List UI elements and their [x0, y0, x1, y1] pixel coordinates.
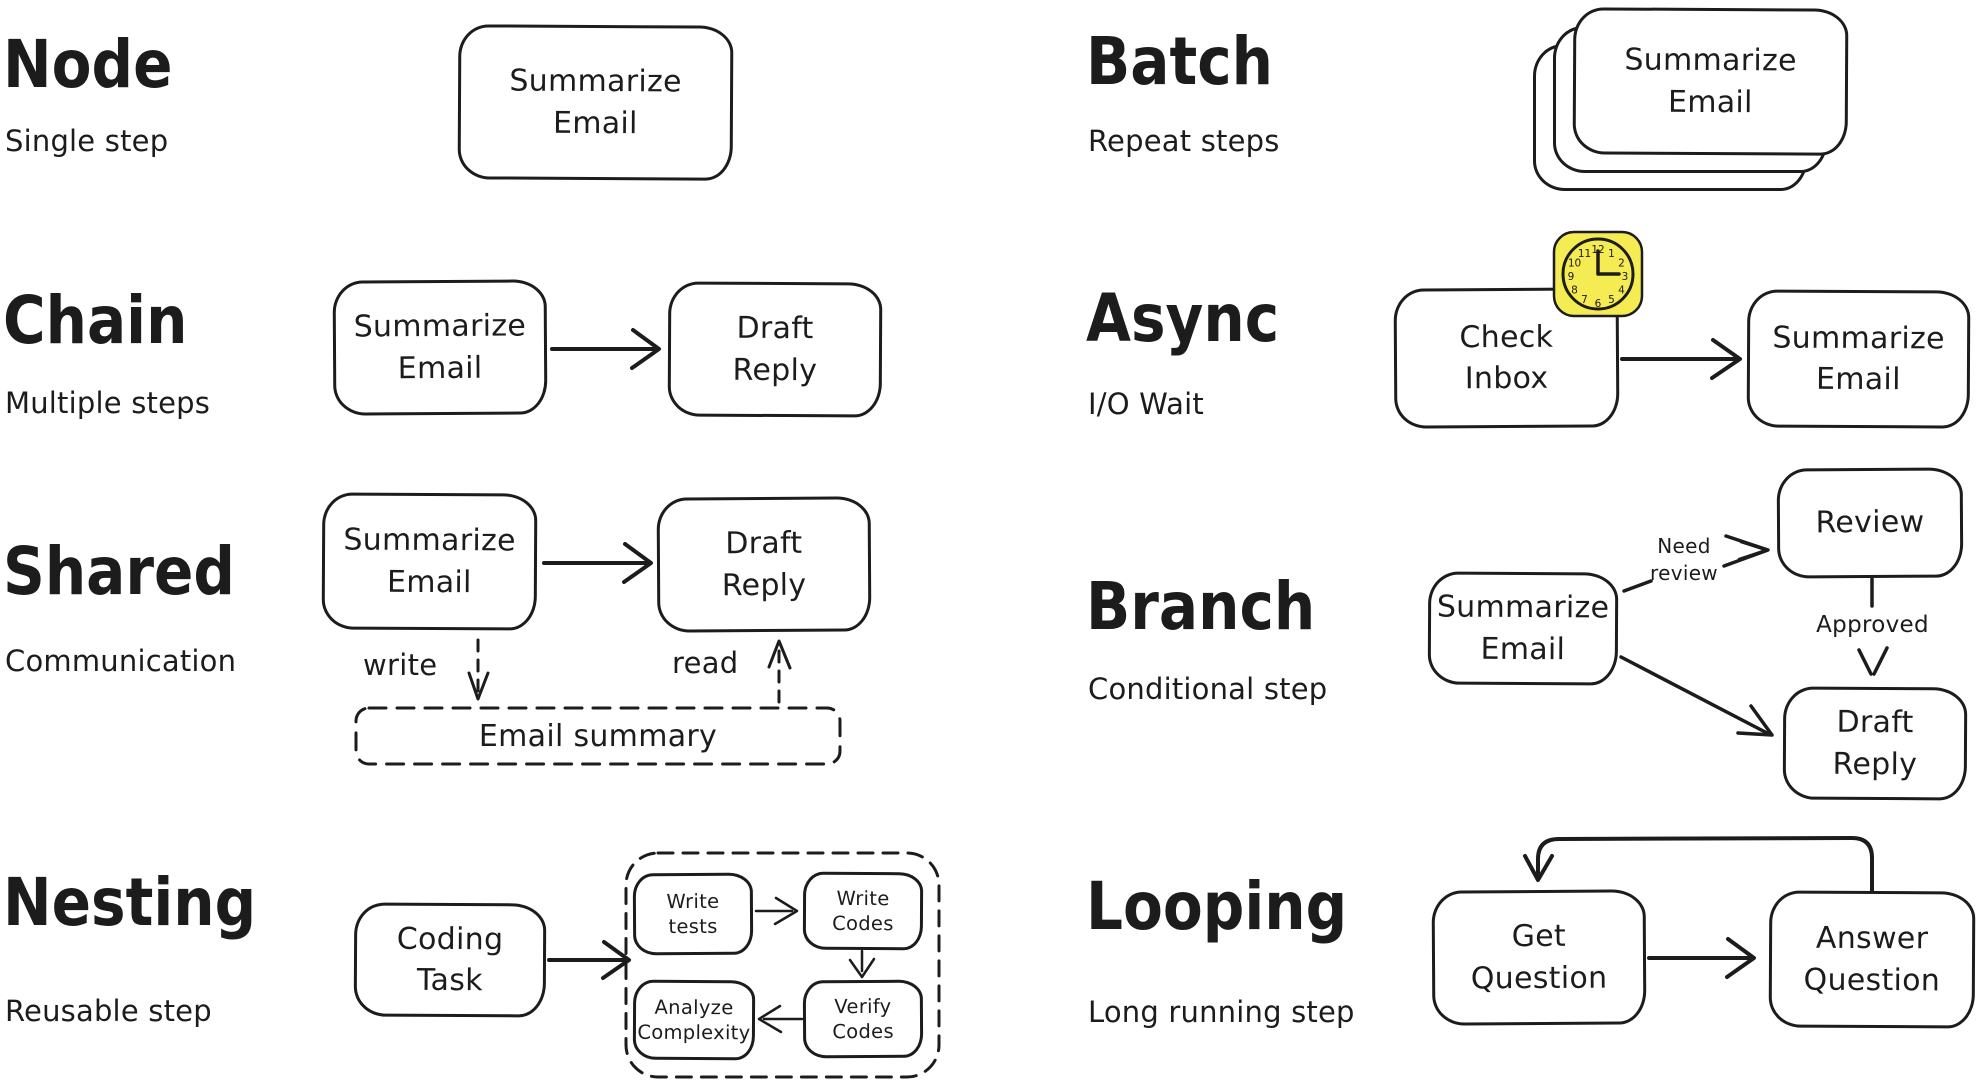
shared-write-label: write: [363, 648, 438, 682]
section-title-nesting: Nesting: [3, 864, 257, 941]
batch-card-front-summarize-email: Summarize Email: [1572, 7, 1849, 156]
nesting-box-write-tests: Write tests: [632, 872, 754, 956]
section-subtitle-nesting: Reusable step: [5, 994, 212, 1028]
async-arrow: [1620, 338, 1742, 380]
branch-box-review: Review: [1776, 467, 1964, 579]
branch-box-draft-reply: Draft Reply: [1782, 686, 1968, 801]
looping-box-get-question: Get Question: [1431, 889, 1647, 1026]
shared-box-summarize-email: Summarize Email: [321, 492, 538, 631]
clock-numeral: 3: [1622, 271, 1629, 283]
node-box-summarize-email: Summarize Email: [457, 24, 734, 181]
clock-numeral: 11: [1578, 248, 1591, 260]
section-subtitle-shared: Communication: [5, 644, 237, 678]
section-title-looping: Looping: [1086, 868, 1348, 945]
section-title-async: Async: [1086, 280, 1280, 357]
section-title-branch: Branch: [1086, 568, 1316, 645]
section-subtitle-looping: Long running step: [1088, 995, 1355, 1029]
clock-numeral: 9: [1568, 271, 1575, 283]
clock-icon: 12 1 2 3 4 5 6 7 8 9 10 11: [1552, 230, 1644, 318]
section-subtitle-chain: Multiple steps: [5, 386, 211, 420]
verify-codes-to-analyze-arrow: [757, 1004, 804, 1034]
shared-read-arrow: [767, 639, 792, 704]
looping-box-answer-question: Answer Question: [1768, 890, 1976, 1029]
looping-loopback-arrow: [1523, 836, 1874, 893]
clock-numeral: 1: [1608, 248, 1615, 260]
clock-numeral: 12: [1591, 244, 1604, 256]
clock-numeral: 7: [1581, 294, 1588, 306]
branch-need-review-label: Need review: [1650, 534, 1718, 585]
section-subtitle-branch: Conditional step: [1088, 672, 1328, 706]
branch-direct-arrow: [1619, 655, 1774, 737]
nesting-box-coding-task: Coding Task: [353, 902, 547, 1018]
section-title-batch: Batch: [1086, 23, 1274, 100]
clock-numeral: 10: [1568, 258, 1581, 270]
section-subtitle-batch: Repeat steps: [1088, 124, 1280, 158]
looping-forward-arrow: [1647, 937, 1756, 979]
clock-numeral: 2: [1618, 258, 1625, 270]
nesting-box-write-codes: Write Codes: [802, 871, 924, 951]
section-title-chain: Chain: [3, 282, 188, 359]
chain-box-draft-reply: Draft Reply: [667, 281, 883, 418]
clock-numeral: 5: [1608, 294, 1615, 306]
chain-arrow: [550, 328, 661, 370]
shared-arrow: [542, 542, 653, 584]
branch-box-summarize-email: Summarize Email: [1427, 571, 1619, 686]
clock-numeral: 8: [1571, 285, 1578, 297]
shared-read-label: read: [672, 646, 739, 680]
section-title-node: Node: [3, 26, 173, 103]
section-subtitle-node: Single step: [5, 124, 169, 158]
write-tests-to-write-codes-arrow: [754, 896, 799, 926]
clock-numeral: 6: [1595, 298, 1602, 310]
nesting-box-analyze-complexity: Analyze Complexity: [632, 979, 756, 1061]
write-codes-to-verify-codes-arrow: [848, 949, 876, 979]
nesting-entry-arrow: [547, 940, 631, 980]
nesting-box-verify-codes: Verify Codes: [802, 979, 924, 1059]
section-title-shared: Shared: [3, 533, 235, 610]
shared-write-arrow: [467, 638, 490, 701]
branch-approved-label: Approved: [1816, 612, 1929, 638]
shared-box-draft-reply: Draft Reply: [656, 496, 872, 633]
clock-numeral: 4: [1618, 285, 1625, 297]
shared-store-label: Email summary: [478, 718, 718, 754]
chain-box-summarize-email: Summarize Email: [332, 279, 548, 416]
section-subtitle-async: I/O Wait: [1088, 387, 1204, 421]
async-box-summarize-email: Summarize Email: [1746, 289, 1971, 429]
